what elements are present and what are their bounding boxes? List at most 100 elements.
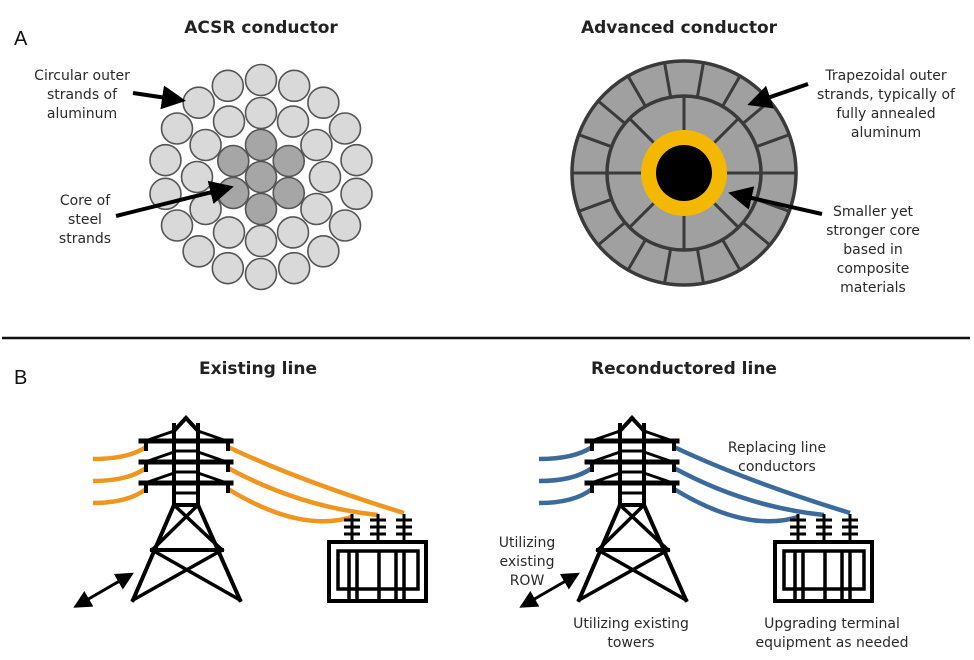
steel-strand	[244, 128, 278, 162]
trapezoid-strand-divider	[626, 75, 647, 108]
existing-line-title: Existing line	[199, 359, 317, 379]
advanced-core-label-line: Smaller yet	[833, 204, 914, 220]
aluminum-strand	[328, 209, 362, 242]
conductors	[92, 444, 405, 524]
conductor-wire	[92, 466, 148, 484]
acsr-core-label-line: Core of	[60, 193, 111, 209]
steel-strand	[244, 160, 278, 194]
conductor-wire	[92, 487, 148, 506]
conductors	[538, 444, 851, 524]
aluminum-strand	[189, 128, 222, 162]
acsr-core-arrow	[115, 180, 234, 218]
aluminum-strand	[211, 69, 245, 103]
advanced-outer-label-line: strands, typically of	[817, 87, 956, 103]
trapezoid-strand-divider	[713, 117, 740, 144]
advanced-title: Advanced conductor	[581, 18, 778, 38]
composite-core	[656, 145, 712, 201]
replacing-conductors-label: Replacing line conductors	[728, 440, 826, 475]
aluminum-strand	[307, 235, 340, 268]
aluminum-strand	[276, 216, 310, 249]
existing-row-label-line: ROW	[510, 573, 545, 589]
aluminum-strand	[307, 86, 340, 119]
tower-member	[196, 450, 226, 463]
acsr-outer-label-line: Circular outer	[34, 68, 130, 84]
conductor-wire	[538, 466, 594, 484]
existing-towers-label: Utilizing existing towers	[573, 616, 689, 651]
acsr-core-label-line: steel	[68, 212, 102, 228]
right-of-way-arrow	[519, 572, 580, 608]
right-of-way-arrow	[73, 572, 134, 608]
aluminum-strand	[149, 143, 182, 177]
advanced-conductor-cross-section	[570, 59, 798, 287]
trapezoid-strand-divider	[695, 248, 705, 284]
existing-towers-label-line: Utilizing existing	[573, 616, 689, 632]
existing-row-label: Utilizing existing ROW	[499, 535, 555, 589]
aluminum-strand	[340, 143, 373, 177]
panel-a-letter: A	[14, 28, 28, 50]
conductor-wire	[227, 444, 405, 516]
terminal-equipment-label-line: equipment as needed	[755, 635, 908, 651]
transmission-tower	[576, 415, 689, 603]
tower-member	[617, 502, 671, 553]
trapezoid-strand-divider	[628, 117, 655, 144]
tower-member	[146, 450, 176, 463]
replacing-conductors-label-line: conductors	[738, 459, 816, 475]
aluminum-strand	[182, 235, 215, 268]
tower-member	[642, 450, 672, 463]
conductor-wire	[538, 487, 594, 506]
transformer	[327, 514, 428, 603]
existing-row-label-line: Utilizing	[499, 535, 555, 551]
tower-member	[592, 471, 622, 484]
trapezoid-strand-divider	[663, 62, 673, 98]
conductor-wire	[226, 466, 379, 518]
trapezoid-strand-divider	[663, 248, 673, 284]
trapezoid-strand-divider	[628, 202, 655, 229]
advanced-outer-label: Trapezoidal outer strands, typically of …	[817, 68, 956, 141]
tower-member	[171, 502, 225, 553]
steel-strand	[244, 192, 278, 226]
tower-member	[595, 547, 689, 603]
tower-member	[146, 471, 176, 484]
acsr-outer-label: Circular outer strands of aluminum	[34, 68, 130, 122]
acsr-outer-arrow	[132, 85, 186, 110]
trapezoid-strand-divider	[578, 133, 613, 149]
tower-member	[592, 429, 622, 442]
tower-member	[196, 471, 226, 484]
replacing-conductors-label-line: Replacing line	[728, 440, 826, 456]
conductor-wire	[673, 444, 851, 516]
advanced-core-label-line: stronger core	[826, 223, 920, 239]
aluminum-strand	[300, 128, 333, 162]
steel-strand	[272, 176, 306, 210]
tower-member	[149, 547, 243, 603]
aluminum-strand	[211, 251, 245, 285]
tower-member	[149, 502, 201, 553]
aluminum-strand	[277, 69, 311, 103]
steel-strand	[216, 176, 250, 210]
trapezoid-strand-divider	[597, 99, 626, 125]
transmission-tower	[130, 415, 243, 603]
aluminum-strand	[328, 112, 362, 145]
aluminum-strand	[160, 112, 194, 145]
trapezoid-strand-divider	[626, 238, 647, 271]
aluminum-strand	[182, 86, 215, 119]
transformer	[773, 514, 874, 603]
advanced-core-label: Smaller yet stronger core based in compo…	[826, 204, 920, 296]
advanced-core-label-line: based in	[843, 242, 902, 258]
aluminum-strand	[340, 177, 373, 211]
advanced-core-label-line: materials	[840, 280, 906, 296]
trapezoid-strand-divider	[721, 75, 742, 108]
trapezoid-strand-divider	[713, 202, 740, 229]
reconductored-line-title: Reconductored line	[591, 359, 777, 379]
conductor-wire	[672, 487, 799, 524]
tower-member	[592, 450, 622, 463]
tower-member	[642, 429, 672, 442]
trapezoid-strand-divider	[721, 238, 742, 271]
advanced-outer-arrow	[747, 82, 809, 109]
conductor-wire	[92, 445, 148, 462]
aluminum-strand	[212, 105, 246, 138]
tower-member	[576, 547, 671, 603]
acsr-core-label: Core of steel strands	[59, 193, 111, 247]
trapezoid-strand-divider	[755, 133, 790, 149]
advanced-outer-label-line: fully annealed	[836, 106, 935, 122]
